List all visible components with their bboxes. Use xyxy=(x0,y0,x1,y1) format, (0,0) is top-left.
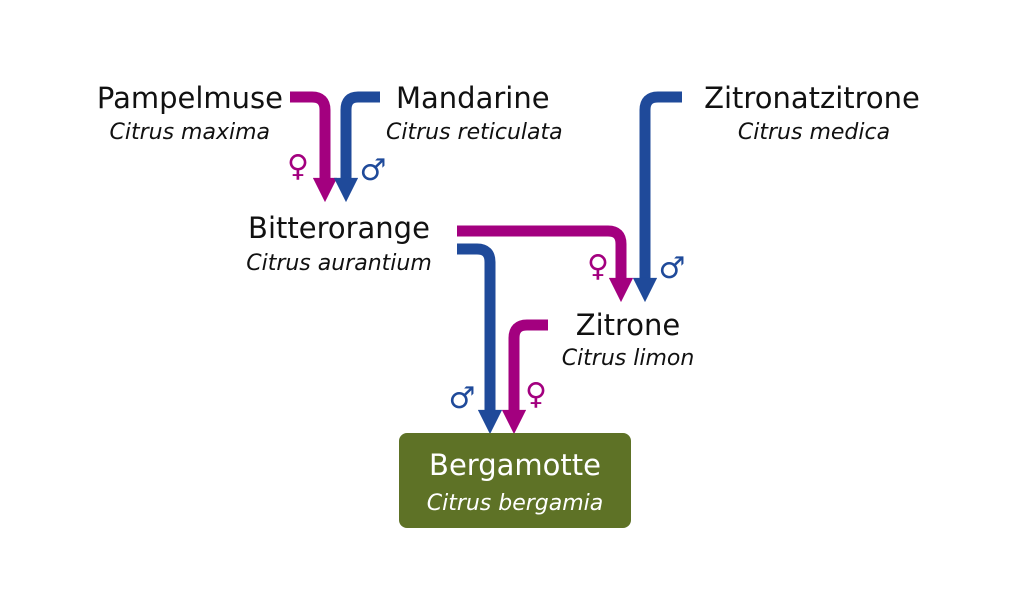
node-name: Pampelmuse xyxy=(97,81,283,115)
arrow-mandarine-to-bitterorange xyxy=(333,91,380,203)
arrow-zitronatzitrone-to-zitrone xyxy=(632,91,682,303)
arrow-bitterorange-to-zitrone xyxy=(457,225,634,303)
arrow-pampelmuse-to-bitterorange xyxy=(290,91,338,203)
node-latin-name: Citrus reticulata xyxy=(386,120,563,145)
male-icon: ♂ xyxy=(659,251,686,286)
arrow-zitrone-to-bergamotte xyxy=(501,319,548,435)
node-name: Mandarine xyxy=(396,81,550,115)
female-icon: ♀ xyxy=(525,377,547,412)
female-icon: ♀ xyxy=(287,149,309,184)
node-mandarine: Mandarine Citrus reticulata xyxy=(386,81,563,145)
node-bitterorange: Bitterorange Citrus aurantium xyxy=(246,211,432,276)
result-box xyxy=(399,433,631,528)
node-name: Bitterorange xyxy=(248,211,430,245)
arrow-bitterorange-to-bergamotte xyxy=(457,243,503,435)
node-latin-name: Citrus aurantium xyxy=(246,251,432,276)
male-icon: ♂ xyxy=(449,381,476,416)
node-latin-name: Citrus limon xyxy=(562,346,695,371)
node-latin-name: Citrus medica xyxy=(738,120,890,145)
node-name: Zitronatzitrone xyxy=(704,81,920,115)
node-name: Bergamotte xyxy=(429,448,601,482)
node-latin-name: Citrus bergamia xyxy=(427,491,604,516)
female-icon: ♀ xyxy=(587,249,609,284)
node-latin-name: Citrus maxima xyxy=(110,120,271,145)
male-icon: ♂ xyxy=(360,153,387,188)
node-zitrone: Zitrone Citrus limon xyxy=(562,308,695,371)
node-zitronatzitrone: Zitronatzitrone Citrus medica xyxy=(704,81,920,145)
node-name: Zitrone xyxy=(576,308,681,342)
node-pampelmuse: Pampelmuse Citrus maxima xyxy=(97,81,283,145)
node-bergamotte: Bergamotte Citrus bergamia xyxy=(399,433,631,528)
